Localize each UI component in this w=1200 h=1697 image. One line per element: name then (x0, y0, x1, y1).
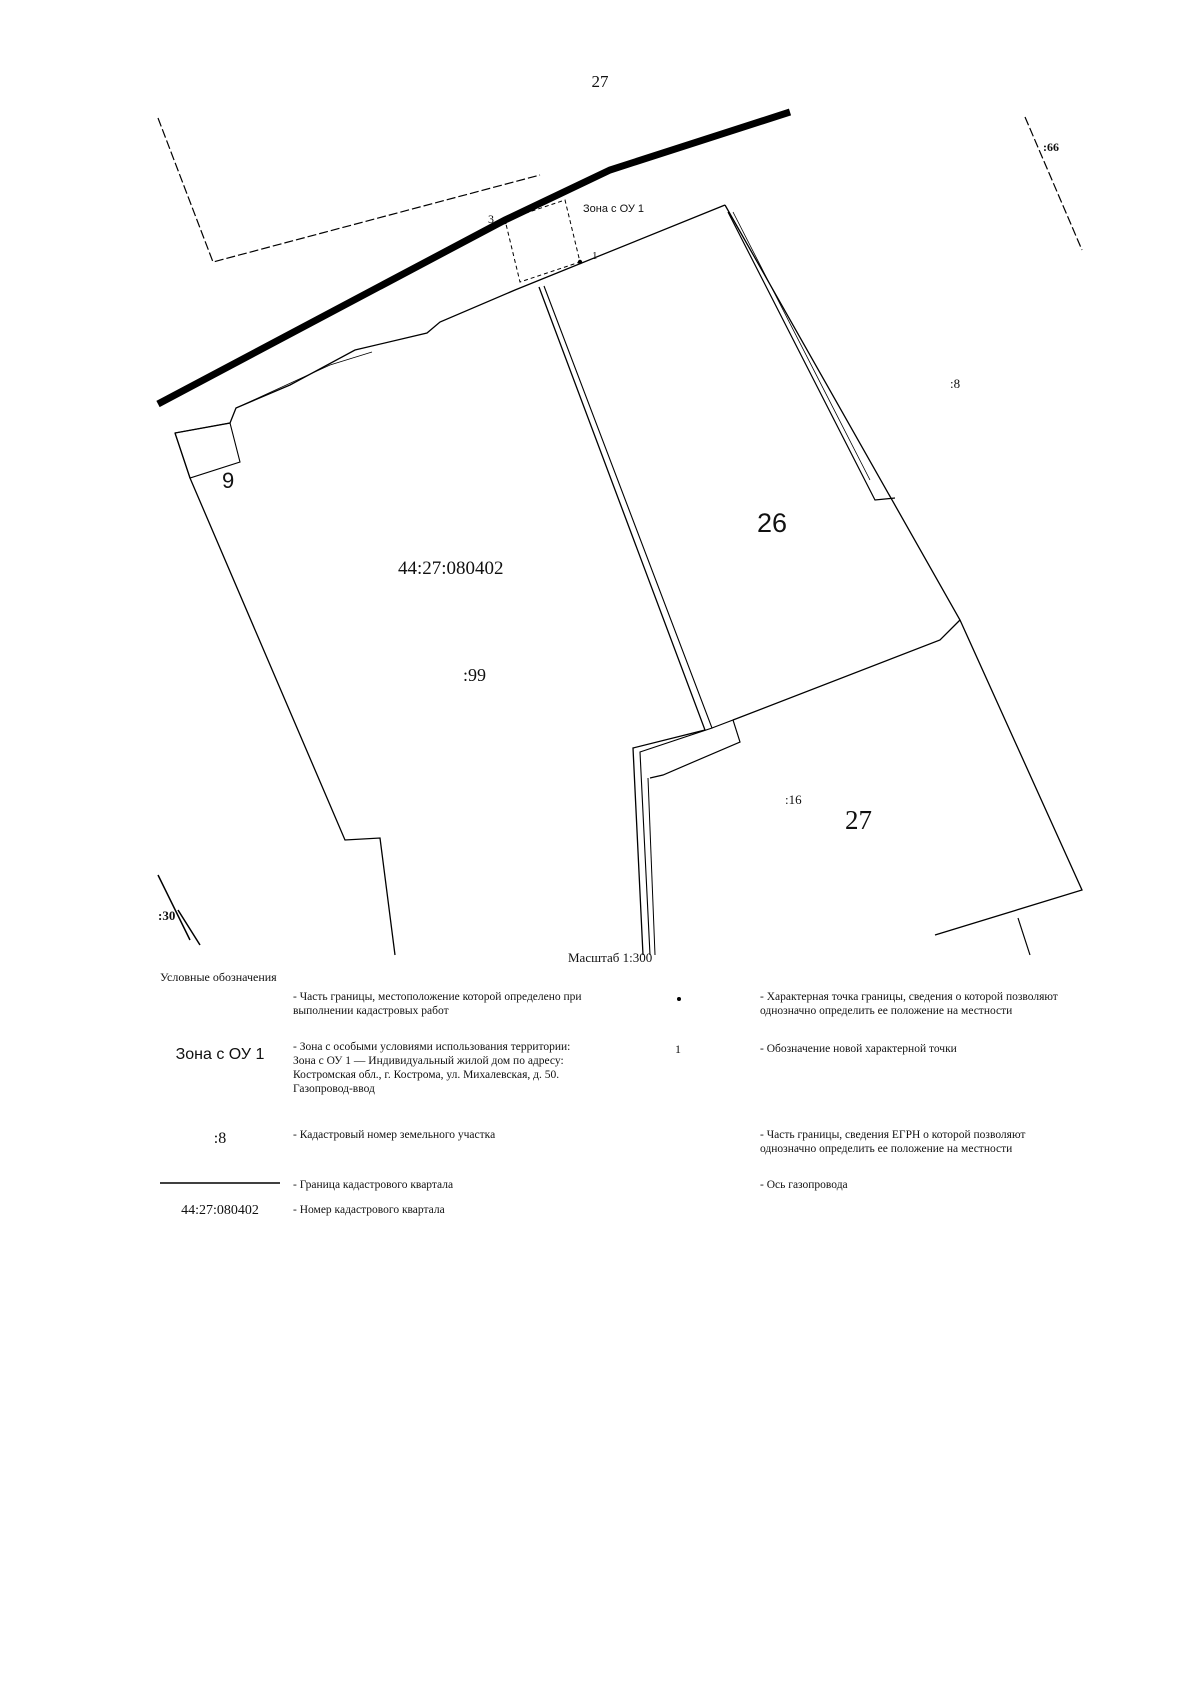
gas-pipeline-axis (156, 108, 792, 408)
parcel-label-30: :30 (158, 908, 176, 923)
parcel-label-8: :8 (950, 376, 961, 391)
lower-left-parcel (157, 874, 201, 946)
parcel-label-16: :16 (785, 792, 802, 807)
house-9-outline (174, 422, 241, 479)
parcel-boundary-upper-left (157, 117, 541, 263)
quarter-number-label: 44:27:080402 (398, 558, 504, 579)
boundary-99-26-c (647, 777, 656, 956)
parcel-label-99: :99 (463, 665, 487, 685)
page-number: 27 (591, 72, 609, 91)
point-3 (502, 219, 508, 225)
parcel-26-inner (727, 211, 896, 501)
street-boundary (174, 204, 726, 434)
house-number-27: 27 (845, 805, 872, 835)
parcel-26-boundary (724, 204, 1083, 936)
boundary-26-27-step (649, 719, 741, 779)
boundary-26-27 (732, 619, 961, 721)
house-number-26: 26 (757, 508, 788, 538)
boundary-27-bottom (1017, 917, 1031, 956)
parcel-99-boundary (174, 432, 396, 956)
boundary-99-26-b (543, 285, 713, 956)
point-label-3: 3 (488, 212, 494, 226)
parcel-label-66: :66 (1043, 140, 1059, 154)
map-scale: Масштаб 1:300 (568, 950, 653, 965)
point-1 (577, 259, 583, 265)
parcel-26-inner-b (732, 211, 871, 481)
zone-label: Зона с ОУ 1 (583, 203, 645, 215)
parcel-boundary-upper-right (1024, 116, 1083, 251)
boundary-99-26-a (538, 286, 706, 956)
street-boundary-thin (235, 351, 373, 409)
house-number-9: 9 (222, 468, 235, 493)
point-label-1: 1 (592, 250, 598, 262)
